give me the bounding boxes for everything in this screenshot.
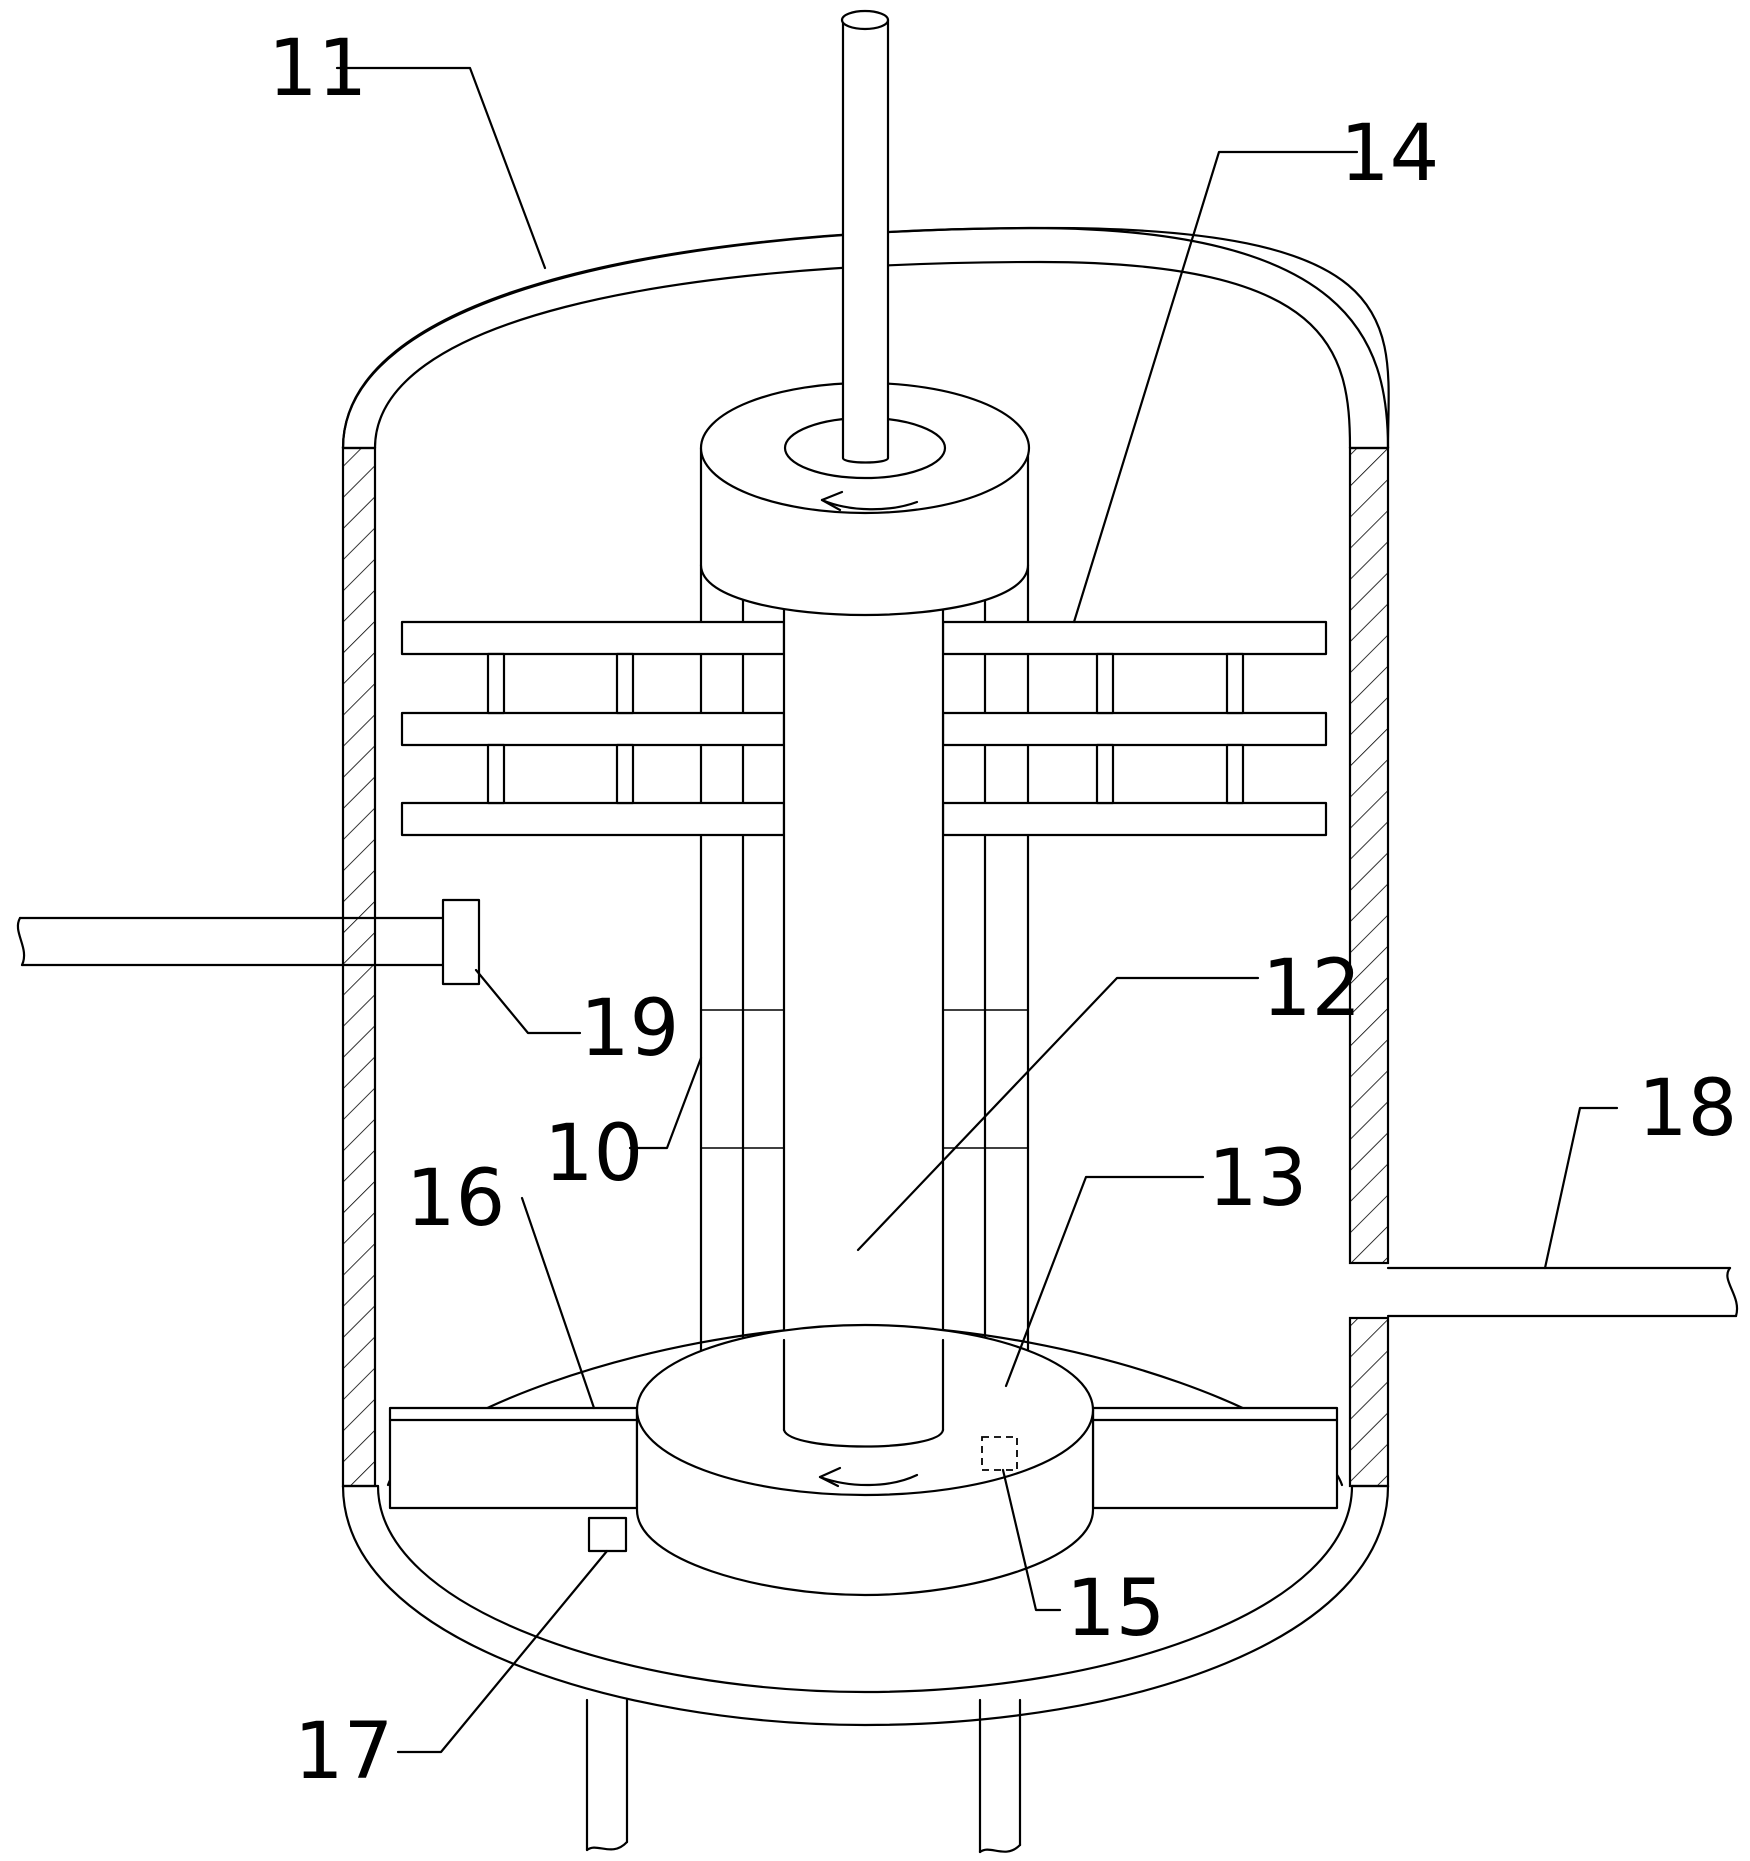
inlet-pipe: [16, 898, 481, 986]
rotation-arrow-bottom: [818, 1473, 919, 1487]
bottom-blades: [388, 1406, 1339, 1510]
paddle-assembly: [400, 620, 1328, 837]
left-wall: [341, 446, 377, 1488]
rotation-arrow-top: [820, 498, 919, 511]
label-18: 18: [1638, 1064, 1737, 1154]
inlet-valve: [441, 898, 481, 986]
label-11: 11: [268, 24, 367, 114]
labels: 11 14 12 19 18 10 13 16 15 17: [268, 24, 1737, 1797]
sensor-15: [981, 1436, 1018, 1471]
right-wall-lower: [1348, 1316, 1390, 1488]
outlet-pipe: [1386, 1266, 1739, 1318]
right-wall-upper: [1348, 446, 1390, 1265]
label-15: 15: [1066, 1564, 1165, 1654]
label-12: 12: [1262, 944, 1361, 1034]
label-17: 17: [294, 1707, 393, 1797]
support-legs: [585, 1698, 1022, 1854]
tank-shell: [341, 226, 1390, 1727]
drive-shaft: [840, 9, 890, 464]
label-13: 13: [1208, 1134, 1307, 1224]
label-14: 14: [1340, 109, 1439, 199]
sensor-17: [587, 1516, 628, 1553]
label-16: 16: [406, 1154, 505, 1244]
leader-lines: [335, 66, 1619, 1754]
label-19: 19: [580, 984, 679, 1074]
central-tube: [782, 588, 945, 1440]
bottom-hub: [587, 1323, 1095, 1597]
label-10: 10: [544, 1109, 643, 1199]
